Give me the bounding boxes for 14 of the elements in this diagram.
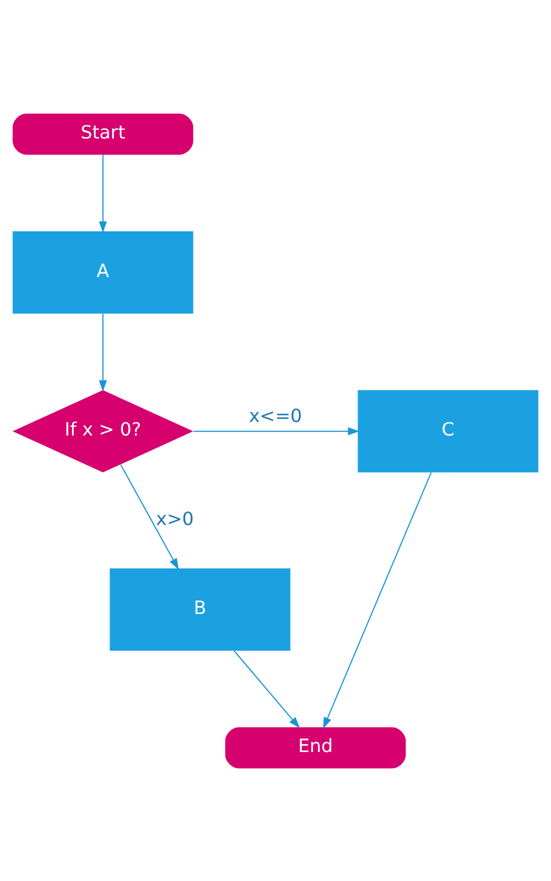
arrow — [234, 650, 300, 728]
node-box: End — [225, 726, 406, 768]
arrow — [98, 154, 107, 232]
arrow — [194, 426, 360, 435]
node-box: A — [12, 230, 194, 314]
node-diamond: If x > 0? — [12, 390, 194, 472]
arrow — [323, 472, 432, 728]
node-box: B — [110, 568, 290, 650]
node-box: Start — [12, 113, 194, 154]
node-box: C — [358, 390, 538, 472]
edge-label: x>0 — [156, 508, 194, 530]
arrow — [120, 464, 179, 570]
edge-label: x<=0 — [248, 405, 302, 426]
arrow — [98, 313, 107, 392]
